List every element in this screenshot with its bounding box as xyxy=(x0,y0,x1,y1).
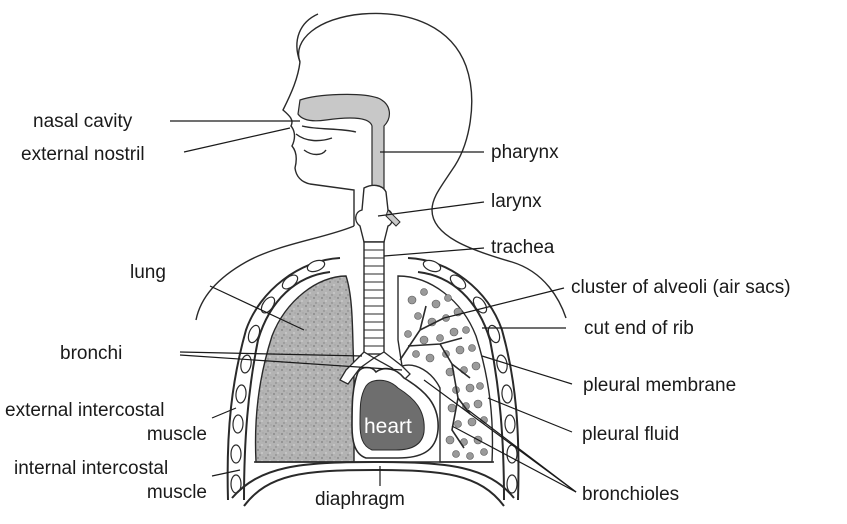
label-pleural-fluid: pleural fluid xyxy=(582,424,679,445)
label-ext-intercostal-1: external intercostal xyxy=(5,400,164,421)
label-alveoli: cluster of alveoli (air sacs) xyxy=(571,277,791,298)
leader-trachea xyxy=(384,248,484,256)
label-bronchioles: bronchioles xyxy=(582,484,679,505)
label-lung: lung xyxy=(130,262,166,283)
label-pharynx: pharynx xyxy=(491,142,559,163)
label-heart: heart xyxy=(364,415,412,438)
label-trachea: trachea xyxy=(491,237,555,258)
leader-larynx xyxy=(378,202,484,216)
nasal-pharynx-passage xyxy=(296,94,389,196)
label-external-nostril: external nostril xyxy=(21,144,145,165)
label-nasal-cavity: nasal cavity xyxy=(33,111,133,132)
trachea-shape xyxy=(364,242,384,354)
label-int-intercostal-2: muscle xyxy=(147,482,207,503)
label-larynx: larynx xyxy=(491,191,542,212)
label-rib: cut end of rib xyxy=(584,318,694,339)
label-pleural-membrane: pleural membrane xyxy=(583,375,736,396)
leader-external-nostril xyxy=(184,128,290,152)
label-int-intercostal-1: internal intercostal xyxy=(14,458,168,479)
label-diaphragm: diaphragm xyxy=(315,489,405,510)
leader-ext-intercostal xyxy=(212,408,236,418)
label-bronchi: bronchi xyxy=(60,343,122,364)
label-ext-intercostal-2: muscle xyxy=(147,424,207,445)
